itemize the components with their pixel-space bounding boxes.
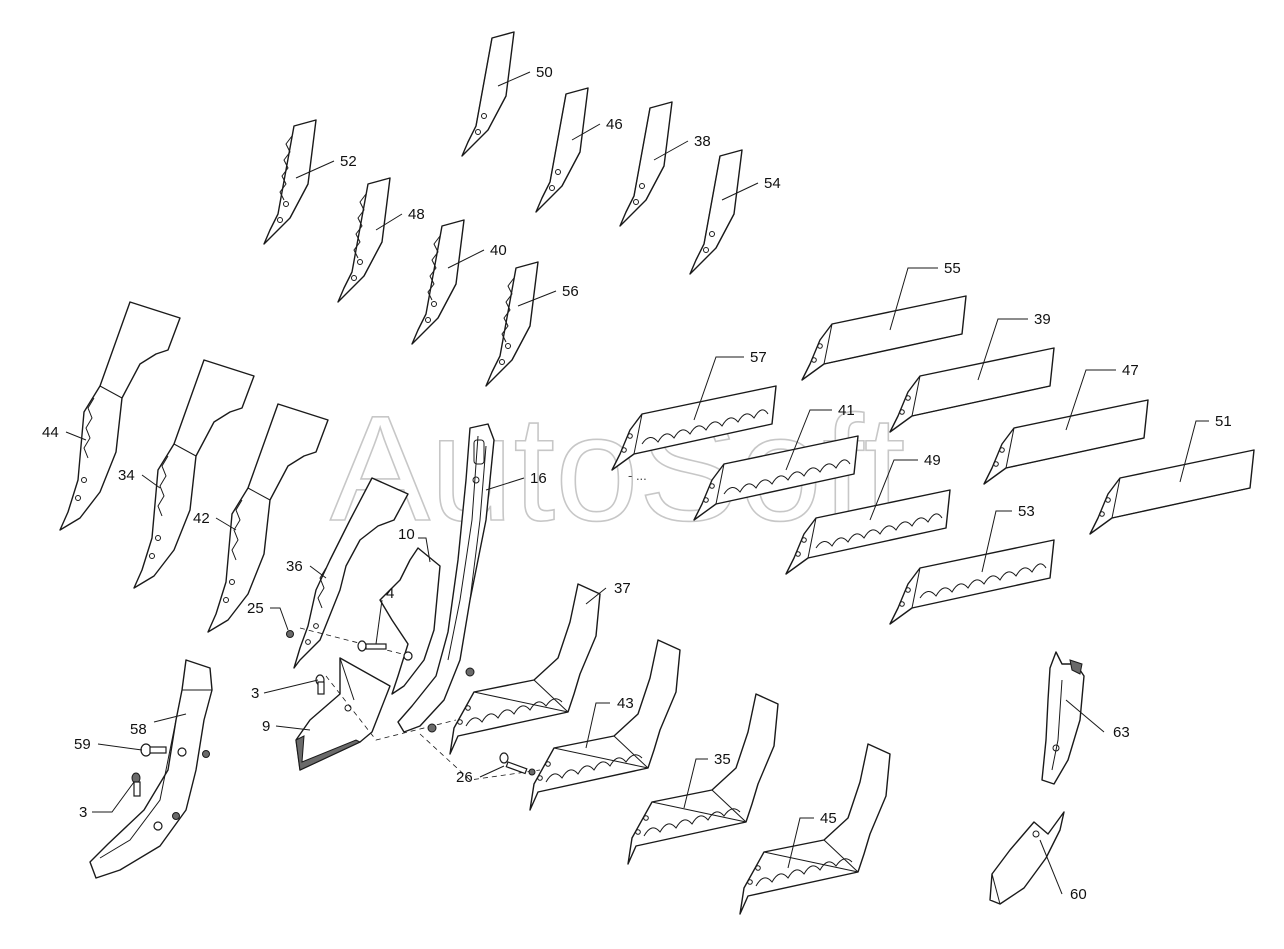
callout-3a: 3 [251,685,259,702]
callout-46: 46 [606,116,623,133]
callout-48: 48 [408,206,425,223]
bolt-59 [140,743,210,758]
callout-43: 43 [617,695,634,712]
callout-16: 16 [530,470,547,487]
part-39 [889,347,1055,433]
bolt-4 [357,640,387,652]
callout-51: 51 [1215,413,1232,430]
callout-56: 56 [562,283,579,300]
callout-36: 36 [286,558,303,575]
callout-49: 49 [924,452,941,469]
callout-53: 53 [1018,503,1035,520]
callout-45: 45 [820,810,837,827]
assembly-line-1 [299,627,411,657]
part-55 [801,295,967,381]
callout-54: 54 [764,175,781,192]
part-46 [535,87,589,213]
bolt-26 [499,752,536,776]
part-10 [379,547,441,695]
callout-34: 34 [118,467,135,484]
callout-26: 26 [456,769,473,786]
callout-63: 63 [1113,724,1130,741]
washer-25 [286,630,294,638]
part-56 [485,261,539,387]
callout-38: 38 [694,133,711,150]
callout-3b: 3 [79,804,87,821]
part-40 [411,219,465,345]
callout-40: 40 [490,242,507,259]
callout-60: 60 [1070,886,1087,903]
callout-59: 59 [74,736,91,753]
part-48 [337,177,391,303]
part-52 [263,119,317,245]
callout-55: 55 [944,260,961,277]
part-53 [889,539,1055,625]
part-9 [295,657,391,771]
part-42 [207,403,329,633]
callout-50: 50 [536,64,553,81]
leader-lines [65,71,1209,895]
callout-37: 37 [614,580,631,597]
part-51 [1089,449,1255,535]
callout-4: 4 [386,585,394,602]
part-50 [461,31,515,157]
callout-57: 57 [750,349,767,366]
callout-41: 41 [838,402,855,419]
part-38 [619,101,673,227]
bolt-3-lower [131,772,180,831]
part-58 [89,659,213,879]
assembly-line-3 [419,733,541,781]
callout-44: 44 [42,424,59,441]
callout-10: 10 [398,526,415,543]
callout-25: 25 [247,600,264,617]
nuts-16 [427,667,475,733]
part-63 [1041,651,1085,785]
part-16 [397,423,495,733]
callout-9: 9 [262,718,270,735]
callout-47: 47 [1122,362,1139,379]
part-60 [989,811,1065,905]
callout-42: 42 [193,510,210,527]
callout-52: 52 [340,153,357,170]
callout-labels: 5046385452484056553947515741495344344236… [42,64,1232,903]
callout-39: 39 [1034,311,1051,328]
watermark-small: - ... [628,468,647,483]
nut-4 [403,651,413,661]
callout-35: 35 [714,751,731,768]
bolt-3-upper [315,674,325,695]
callout-58: 58 [130,721,147,738]
part-47 [983,399,1149,485]
part-54 [689,149,743,275]
